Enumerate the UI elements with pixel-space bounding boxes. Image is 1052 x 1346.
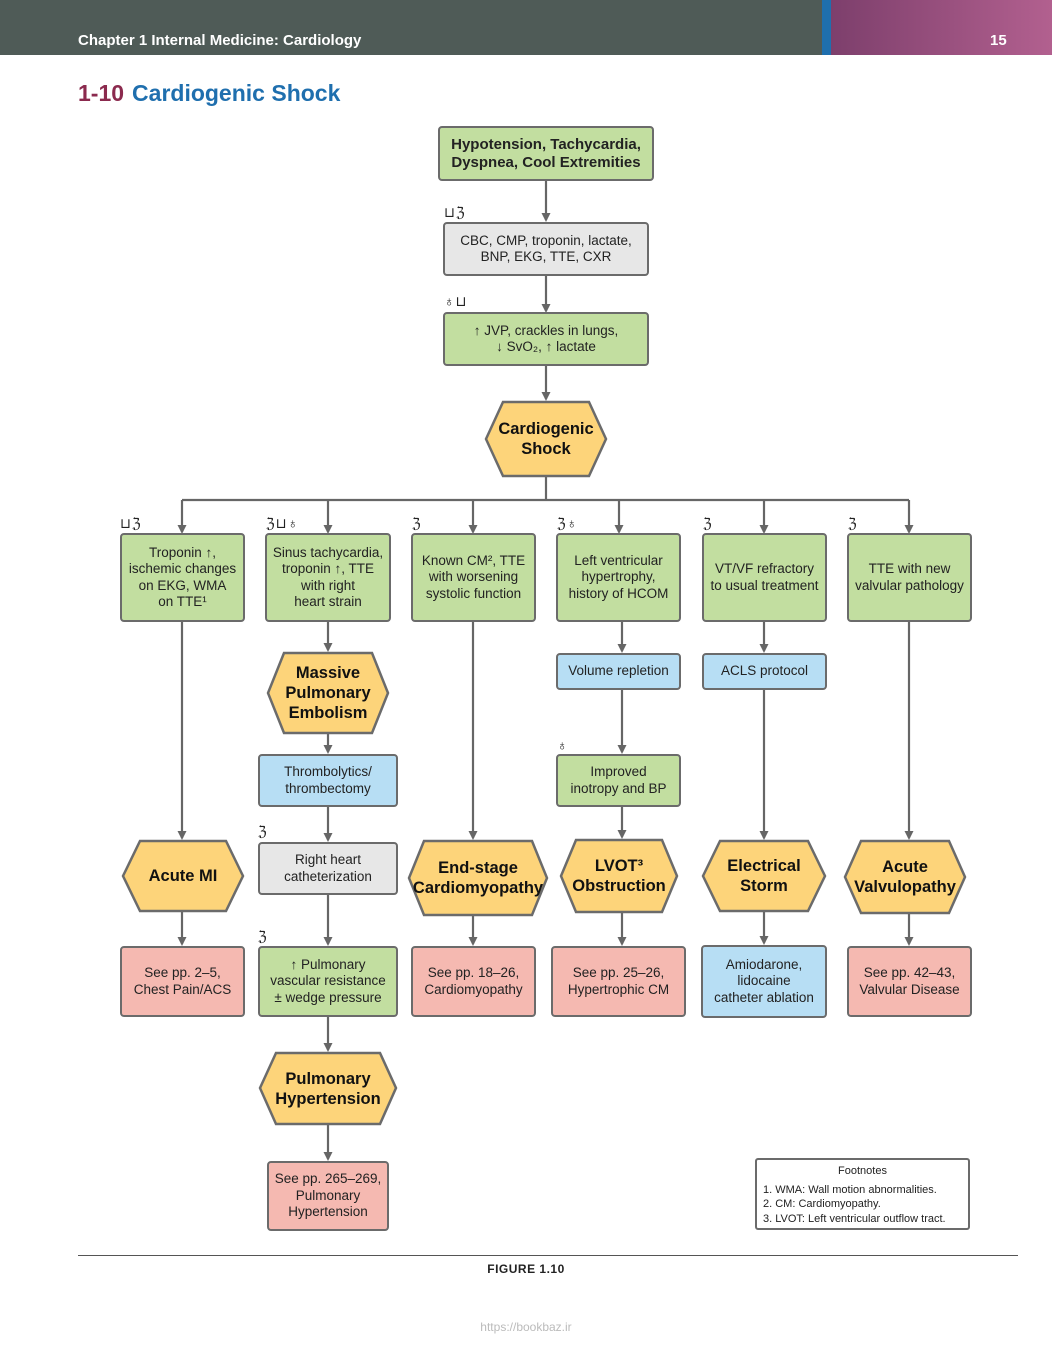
pulmonary-hypertension-label: Pulmonary Hypertension	[275, 1069, 381, 1108]
valve-findings-box: TTE with new valvular pathology	[847, 533, 972, 622]
acute-valvulopathy-label: Acute Valvulopathy	[854, 858, 956, 896]
header-accent-purple	[831, 0, 1052, 55]
end-stage-cm-hexagon: End-stage Cardiomyopathy	[407, 839, 549, 917]
cardiogenic-shock-label: Cardiogenic Shock	[498, 420, 594, 458]
stethoscope-icon: ♁	[444, 293, 456, 309]
microscope-icon: ℨ	[266, 515, 276, 531]
footnote-item: 3. LVOT: Left ventricular outflow tract.	[763, 1212, 946, 1225]
cardiogenic-shock-hexagon: Cardiogenic Shock	[484, 400, 608, 478]
lvot-obstruction-hexagon: LVOT³ Obstruction	[559, 838, 679, 914]
microscope-icon: ℨ	[703, 515, 713, 531]
mi-findings-box: Troponin ↑, ischemic changes on EKG, WMA…	[120, 533, 245, 622]
massive-pe-label: Massive Pulmonary Embolism	[285, 664, 371, 722]
test-tube-icon: ⊔	[120, 515, 132, 531]
footnote-item: 1. WMA: Wall motion abnormalities.	[763, 1183, 937, 1196]
pulmonary-hypertension-hexagon: Pulmonary Hypertension	[258, 1051, 398, 1126]
acute-mi-label: Acute MI	[148, 867, 218, 885]
valve-ref-box: See pp. 42–43, Valvular Disease	[847, 946, 972, 1017]
volume-repletion-box: Volume repletion	[556, 653, 681, 690]
valve-icons: ℨ	[848, 516, 858, 530]
stethoscope-icon: ♁	[566, 515, 579, 531]
presentation-box: Hypotension, Tachycardia, Dyspnea, Cool …	[438, 126, 654, 181]
end-stage-cm-label: End-stage Cardiomyopathy	[412, 859, 544, 897]
labs-box: CBC, CMP, troponin, lactate, BNP, EKG, T…	[443, 222, 649, 276]
hcm-ref-box: See pp. 25–26, Hypertrophic CM	[551, 946, 686, 1017]
rhc-box: Right heart catheterization	[258, 842, 398, 895]
acls-box: ACLS protocol	[702, 653, 827, 690]
electrical-storm-label: Electrical Storm	[727, 857, 801, 895]
pe-icons: ℨ⊔♁	[266, 516, 299, 530]
section-heading: 1-10 Cardiogenic Shock	[78, 80, 340, 107]
rhc-icons: ℨ	[258, 824, 268, 838]
figure-label: FIGURE 1.10	[487, 1262, 565, 1276]
footer-rule	[78, 1255, 1018, 1256]
test-tube-icon: ⊔	[444, 204, 456, 220]
mi-ref-box: See pp. 2–5, Chest Pain/ACS	[120, 946, 245, 1017]
section-number: 1-10	[78, 80, 125, 106]
inotropy-box: Improved inotropy and BP	[556, 754, 681, 807]
page-number: 15	[990, 32, 1007, 49]
cm-findings-box: Known CM², TTE with worsening systolic f…	[411, 533, 536, 622]
acute-valvulopathy-hexagon: Acute Valvulopathy	[843, 839, 967, 915]
stethoscope-icon: ♁	[557, 737, 569, 753]
section-title: Cardiogenic Shock	[132, 80, 341, 106]
microscope-icon: ℨ	[557, 515, 567, 531]
test-tube-icon: ⊔	[455, 293, 468, 309]
watermark-url[interactable]: https://bookbaz.ir	[480, 1320, 572, 1334]
thrombolytics-box: Thrombolytics/ thrombectomy	[258, 754, 398, 807]
labs-icons: ⊔ℨ	[444, 205, 466, 219]
electrical-storm-hexagon: Electrical Storm	[701, 839, 827, 913]
storm-treatment-box: Amiodarone, lidocaine catheter ablation	[701, 945, 827, 1018]
lvot-icons: ℨ♁	[557, 516, 578, 530]
massive-pe-hexagon: Massive Pulmonary Embolism	[266, 651, 390, 735]
microscope-icon: ℨ	[455, 204, 466, 220]
page-header	[0, 0, 1052, 55]
exam-findings-box: ↑ JVP, crackles in lungs, ↓ SvO₂, ↑ lact…	[443, 312, 649, 366]
vt-icons: ℨ	[703, 516, 713, 530]
cm-ref-box: See pp. 18–26, Cardiomyopathy	[411, 946, 536, 1017]
exam-icons: ♁⊔	[444, 294, 467, 308]
stethoscope-icon: ♁	[287, 515, 300, 531]
footnotes-heading: Footnotes	[838, 1165, 887, 1177]
pvr-box: ↑ Pulmonary vascular resistance ± wedge …	[258, 946, 398, 1017]
microscope-icon: ℨ	[258, 823, 268, 839]
header-accent-blue	[822, 0, 831, 55]
acute-mi-hexagon: Acute MI	[121, 839, 245, 913]
pvr-icons: ℨ	[258, 929, 268, 943]
pe-findings-box: Sinus tachycardia, troponin ↑, TTE with …	[265, 533, 391, 622]
inotropy-icons: ♁	[557, 738, 569, 752]
footnote-item: 2. CM: Cardiomyopathy.	[763, 1198, 881, 1210]
vt-findings-box: VT/VF refractory to usual treatment	[702, 533, 827, 622]
microscope-icon: ℨ	[131, 515, 142, 531]
mi-icons: ⊔ℨ	[120, 516, 142, 530]
cm-icons: ℨ	[412, 516, 422, 530]
footnotes-box: Footnotes 1. WMA: Wall motion abnormalit…	[755, 1158, 970, 1230]
microscope-icon: ℨ	[412, 515, 422, 531]
pulmonary-hypertension-ref-box: See pp. 265–269, Pulmonary Hypertension	[267, 1161, 389, 1231]
microscope-icon: ℨ	[848, 515, 858, 531]
lvot-findings-box: Left ventricular hypertrophy, history of…	[556, 533, 681, 622]
chapter-title: Chapter 1 Internal Medicine: Cardiology	[78, 32, 362, 49]
microscope-icon: ℨ	[258, 928, 268, 944]
lvot-obstruction-label: LVOT³ Obstruction	[572, 857, 666, 895]
test-tube-icon: ⊔	[275, 515, 288, 531]
